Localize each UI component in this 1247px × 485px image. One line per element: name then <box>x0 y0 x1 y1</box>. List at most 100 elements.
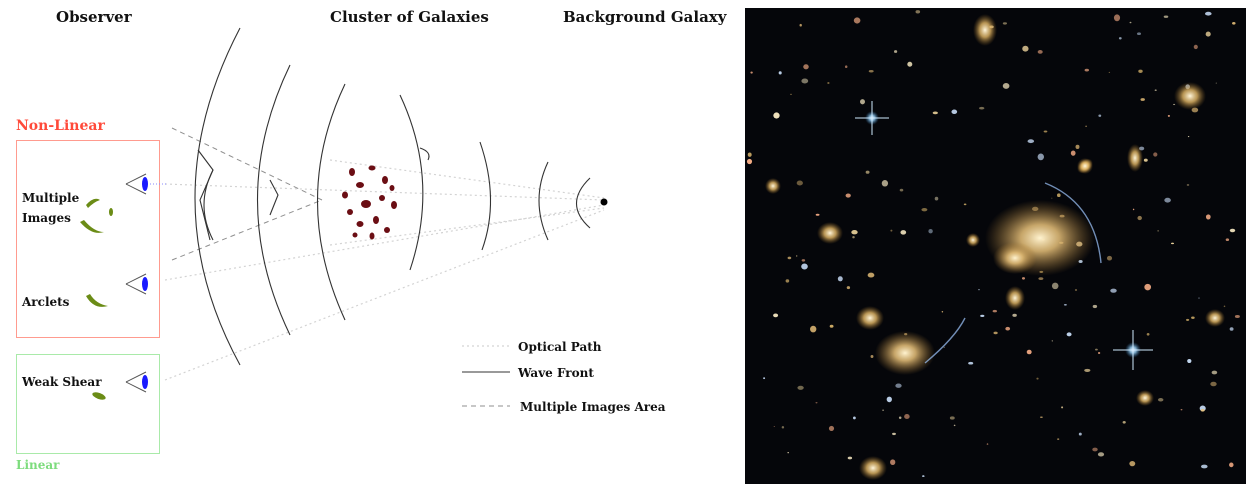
caustic-fold-4 <box>419 147 430 161</box>
faint-galaxy <box>1173 103 1176 106</box>
faint-galaxy <box>1157 230 1159 232</box>
faint-galaxy <box>853 416 856 420</box>
faint-galaxy <box>1026 349 1032 355</box>
faint-galaxy <box>1092 447 1098 452</box>
faint-galaxy <box>1143 158 1148 162</box>
faint-galaxy <box>986 443 989 445</box>
faint-galaxy <box>773 112 780 119</box>
optical-path-upper <box>164 183 605 201</box>
lensed-arc <box>1044 182 1102 264</box>
diagram-graphics <box>80 27 608 407</box>
faint-galaxy <box>781 426 785 429</box>
faint-galaxy <box>844 65 848 68</box>
faint-galaxy <box>852 236 855 239</box>
faint-galaxy <box>1084 68 1089 72</box>
cluster-galaxy <box>352 232 358 238</box>
multiple-image-arc-3 <box>109 208 113 216</box>
faint-galaxy <box>1205 31 1211 37</box>
faint-galaxy <box>801 259 806 262</box>
faint-galaxy <box>968 361 974 365</box>
faint-galaxy <box>1085 125 1087 128</box>
faint-galaxy <box>1153 152 1158 157</box>
eye-lid <box>125 273 147 295</box>
faint-galaxy <box>1043 130 1048 133</box>
label-multiple-images: Multiple Images <box>22 188 79 228</box>
observer-eye-1 <box>125 173 166 195</box>
cluster-galaxy <box>368 165 376 171</box>
faint-galaxy <box>829 324 834 328</box>
wave-front-7 <box>576 177 591 229</box>
faint-galaxy <box>1200 409 1205 412</box>
faint-galaxy <box>1229 462 1234 468</box>
faint-galaxy <box>1137 215 1142 221</box>
faint-galaxy <box>1092 304 1098 309</box>
faint-galaxy <box>860 99 865 105</box>
faint-galaxy <box>1132 208 1135 211</box>
faint-galaxy <box>979 106 985 110</box>
faint-galaxy <box>1106 255 1113 261</box>
faint-galaxy <box>890 459 896 466</box>
faint-galaxy <box>1191 316 1195 319</box>
caustic-fold-2 <box>203 169 214 241</box>
faint-galaxy <box>900 230 907 235</box>
cluster-galaxy-bright <box>1136 390 1154 406</box>
faint-galaxy <box>815 213 820 216</box>
faint-galaxy <box>1211 370 1218 375</box>
faint-galaxy <box>1113 14 1121 22</box>
foreground-stars <box>855 101 1153 370</box>
cluster-galaxy-bright <box>875 331 935 375</box>
multiple-images-area-upper-edge <box>171 127 323 201</box>
faint-galaxy <box>810 325 817 333</box>
legend-optical-path-label: Optical Path <box>518 340 602 354</box>
faint-galaxy <box>846 286 851 290</box>
faint-galaxy <box>895 383 902 388</box>
faint-galaxy <box>1187 136 1190 138</box>
faint-galaxy <box>763 377 766 380</box>
faint-galaxy <box>1187 358 1192 364</box>
cluster-galaxy-bright <box>765 178 781 194</box>
faint-galaxy <box>1167 114 1171 117</box>
faint-galaxy <box>1164 197 1171 203</box>
background-galaxy-dot <box>600 198 608 206</box>
faint-galaxy <box>1223 305 1226 308</box>
optical-path-cluster-top <box>329 159 605 199</box>
faint-galaxy <box>1205 11 1212 16</box>
faint-galaxy <box>796 180 803 186</box>
faint-galaxy <box>1039 416 1043 419</box>
faint-galaxy <box>1037 153 1045 161</box>
cluster-galaxy-bright <box>973 14 997 46</box>
wave-front-6 <box>538 161 549 241</box>
faint-galaxy <box>803 64 809 70</box>
faint-galaxy <box>853 17 861 24</box>
faint-galaxy <box>915 10 921 14</box>
faint-galaxy <box>1038 277 1044 280</box>
eye-icon <box>142 375 148 389</box>
weak-shear-image <box>92 392 106 400</box>
faint-galaxy <box>1036 377 1039 380</box>
cluster-galaxy <box>382 176 388 184</box>
faint-galaxy <box>892 432 896 436</box>
faint-galaxy <box>837 276 843 282</box>
faint-galaxy <box>1186 318 1190 321</box>
faint-galaxy <box>1061 406 1064 409</box>
faint-galaxy <box>1005 326 1011 331</box>
faint-galaxy <box>1002 82 1010 89</box>
faint-galaxy <box>1140 98 1145 101</box>
faint-galaxy <box>1051 197 1053 199</box>
faint-galaxy <box>943 346 945 348</box>
faint-galaxy <box>882 409 885 412</box>
cluster-galaxy <box>379 195 385 201</box>
faint-galaxy <box>1063 303 1067 306</box>
optical-path-lower <box>164 209 605 381</box>
arclet-image <box>86 294 108 307</box>
legend-wave-front-label: Wave Front <box>518 366 594 380</box>
faint-galaxy <box>1210 381 1217 387</box>
galaxy-cluster-photo <box>745 8 1246 484</box>
faint-galaxy <box>1205 214 1211 220</box>
faint-galaxy <box>1051 340 1053 342</box>
cluster-galaxy-bright <box>1205 309 1225 327</box>
faint-galaxy <box>1012 313 1017 317</box>
faint-galaxy <box>796 255 798 257</box>
faint-galaxy <box>797 385 804 390</box>
faint-galaxy <box>886 396 892 403</box>
